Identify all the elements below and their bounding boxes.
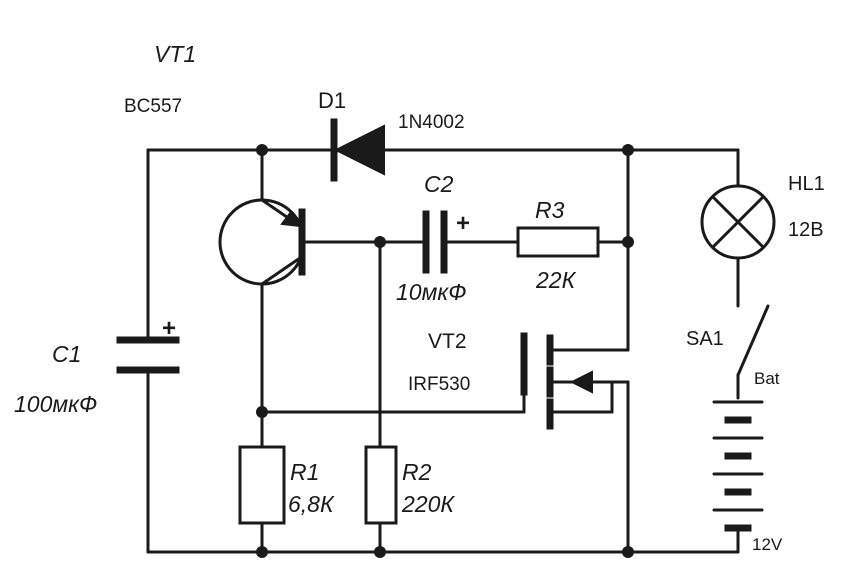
r1-value-label: 6,8К (288, 491, 335, 517)
c2-value-label: 10мкФ (396, 279, 467, 305)
diode-d1 (330, 118, 385, 182)
r3-value-label: 22К (535, 267, 577, 293)
sa1-ref-label: SA1 (686, 328, 724, 350)
resistor-r1 (238, 445, 286, 525)
capacitor-c1 (116, 336, 180, 374)
c1-plus-sign: + (162, 315, 176, 342)
battery-label: Bat (754, 369, 780, 388)
switch-sa1 (736, 304, 770, 377)
hl1-ref-label: HL1 (788, 173, 825, 195)
c2-plus-sign: + (456, 210, 470, 237)
resistor-r2 (364, 445, 398, 525)
vt2-ref-label: VT2 (428, 330, 467, 353)
lamp-hl1 (700, 184, 776, 260)
capacitor-c2 (422, 210, 448, 274)
r3-ref-label: R3 (535, 197, 565, 223)
vt1-part-label: BC557 (124, 96, 182, 117)
r2-ref-label: R2 (402, 459, 432, 485)
c1-value-label: 100мкФ (14, 391, 97, 417)
hl1-value-label: 12В (788, 219, 824, 241)
c1-ref-label: C1 (52, 341, 81, 367)
r1-ref-label: R1 (290, 459, 319, 485)
junction-dots (256, 144, 634, 558)
vt2-part-label: IRF530 (408, 374, 470, 395)
d1-part-label: 1N4002 (398, 112, 465, 133)
vt1-ref-label: VT1 (154, 41, 196, 67)
labels: VT1 BC557 D1 1N4002 C2 + 10мкФ R3 22К HL… (14, 41, 825, 554)
transistor-vt1 (218, 198, 306, 286)
resistor-r3 (516, 226, 600, 258)
d1-ref-label: D1 (318, 88, 346, 113)
mosfet-vt2 (520, 332, 630, 430)
r2-value-label: 220К (401, 491, 455, 517)
battery-voltage-label: 12V (752, 535, 783, 554)
battery (712, 400, 764, 532)
c2-ref-label: C2 (424, 171, 454, 197)
